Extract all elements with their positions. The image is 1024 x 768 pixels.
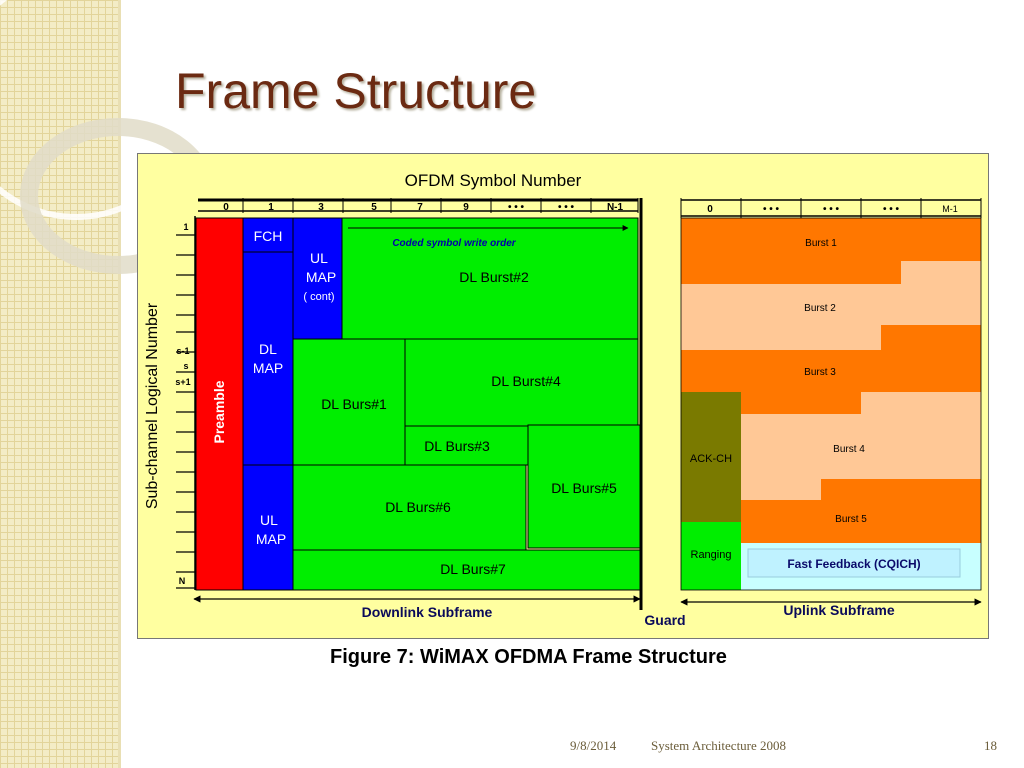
dl-symbol-label: 3 bbox=[318, 202, 324, 213]
dl-map-label: DL bbox=[259, 341, 277, 357]
fast-feedback-block bbox=[747, 548, 961, 578]
y-tick-label: s-1 bbox=[176, 346, 189, 356]
ul-map-top-block bbox=[292, 217, 343, 340]
dl-map-block bbox=[242, 251, 294, 466]
decorative-strip-edge bbox=[118, 0, 121, 768]
dl-symbol-label: • • • bbox=[558, 202, 575, 213]
frame-structure-figure: OFDM Symbol Number 0 1 3 5 7 9 • • • • •… bbox=[137, 153, 989, 639]
uplink-outline bbox=[680, 217, 982, 591]
dl-symbol-header: 0 1 3 5 7 9 • • • • • • N-1 bbox=[198, 198, 639, 213]
dl-symbol-label: • • • bbox=[508, 202, 525, 213]
dl-map-label: MAP bbox=[253, 360, 283, 376]
ul-map-top-label: ( cont) bbox=[303, 291, 334, 303]
ul-map-top-label: UL bbox=[310, 250, 328, 266]
dl-burst-7-label: DL Burs#7 bbox=[440, 561, 506, 577]
dl-symbol-label: 1 bbox=[268, 202, 274, 213]
ul-symbol-label: • • • bbox=[823, 204, 840, 215]
ul-burst-5-label: Burst 5 bbox=[835, 514, 867, 525]
y-tick-label: N bbox=[179, 576, 186, 586]
ul-map-top-label: MAP bbox=[306, 269, 336, 285]
dl-burst-1-label: DL Burs#1 bbox=[321, 396, 387, 412]
preamble-label: Preamble bbox=[211, 380, 227, 443]
downlink-subframe-label: Downlink Subframe bbox=[362, 604, 493, 620]
figure-caption: Figure 7: WiMAX OFDMA Frame Structure bbox=[330, 646, 727, 668]
dl-symbol-label: N-1 bbox=[607, 202, 624, 213]
fast-feedback-label: Fast Feedback (CQICH) bbox=[787, 557, 920, 571]
slide-title: Frame Structure bbox=[175, 63, 537, 119]
uplink-subframe-label: Uplink Subframe bbox=[783, 602, 894, 618]
ul-symbol-label: • • • bbox=[883, 204, 900, 215]
ul-burst-2-label: Burst 2 bbox=[804, 303, 836, 314]
y-tick-label: s bbox=[183, 361, 188, 371]
dl-burst-5-block bbox=[527, 424, 641, 549]
y-axis-label: Sub-channel Logical Number bbox=[144, 302, 161, 509]
dl-symbol-label: 5 bbox=[371, 202, 377, 213]
ul-burst-3-block bbox=[681, 325, 981, 414]
ul-burst-3-label: Burst 3 bbox=[804, 367, 836, 378]
ul-burst-4-label: Burst 4 bbox=[833, 444, 865, 455]
ul-symbol-label: M-1 bbox=[942, 204, 958, 214]
dl-burst-3-label: DL Burs#3 bbox=[424, 438, 490, 454]
frame-structure-diagram: OFDM Symbol Number 0 1 3 5 7 9 • • • • •… bbox=[144, 171, 982, 628]
write-order-label: Coded symbol write order bbox=[392, 238, 516, 249]
dl-burst-6-label: DL Burs#6 bbox=[385, 499, 451, 515]
ul-burst-1-block bbox=[681, 218, 981, 284]
dl-symbol-label: 0 bbox=[223, 202, 229, 213]
ul-burst-1-label: Burst 1 bbox=[805, 238, 837, 249]
footer-title: System Architecture 2008 bbox=[651, 738, 787, 753]
fch-label: FCH bbox=[254, 228, 283, 244]
ranging-label: Ranging bbox=[691, 549, 732, 561]
guard-label: Guard bbox=[644, 612, 685, 628]
fch-block bbox=[242, 217, 294, 253]
ul-symbol-header: 0 • • • • • • • • • M-1 bbox=[680, 198, 982, 218]
ul-symbol-label: 0 bbox=[707, 204, 713, 215]
y-tick-label: s+1 bbox=[175, 377, 190, 387]
ul-symbol-label: • • • bbox=[763, 204, 780, 215]
dl-burst-1-block bbox=[292, 338, 406, 466]
dl-burst-4-label: DL Burst#4 bbox=[491, 373, 561, 389]
ul-burst-5-block bbox=[741, 479, 981, 543]
y-axis-ticks bbox=[176, 234, 195, 589]
dl-burst-2-block bbox=[341, 217, 639, 340]
dl-symbol-label: 7 bbox=[417, 202, 423, 213]
footer-page-number: 18 bbox=[984, 738, 997, 753]
ul-map-bottom-label: MAP bbox=[256, 531, 286, 547]
dl-burst-2-label: DL Burst#2 bbox=[459, 269, 529, 285]
ul-map-bottom-label: UL bbox=[260, 512, 278, 528]
dl-burst-5-label: DL Burs#5 bbox=[551, 480, 617, 496]
y-tick-label: 1 bbox=[183, 222, 188, 232]
ack-ch-block bbox=[681, 392, 741, 522]
dl-burst-4-block bbox=[404, 338, 639, 427]
ack-ch-label: ACK-CH bbox=[690, 453, 732, 465]
footer-date: 9/8/2014 bbox=[570, 738, 617, 753]
dl-symbol-label: 9 bbox=[463, 202, 469, 213]
ofdm-symbol-number-label: OFDM Symbol Number bbox=[405, 171, 582, 190]
ranging-block bbox=[681, 522, 741, 590]
dl-burst-6-block bbox=[292, 464, 527, 551]
